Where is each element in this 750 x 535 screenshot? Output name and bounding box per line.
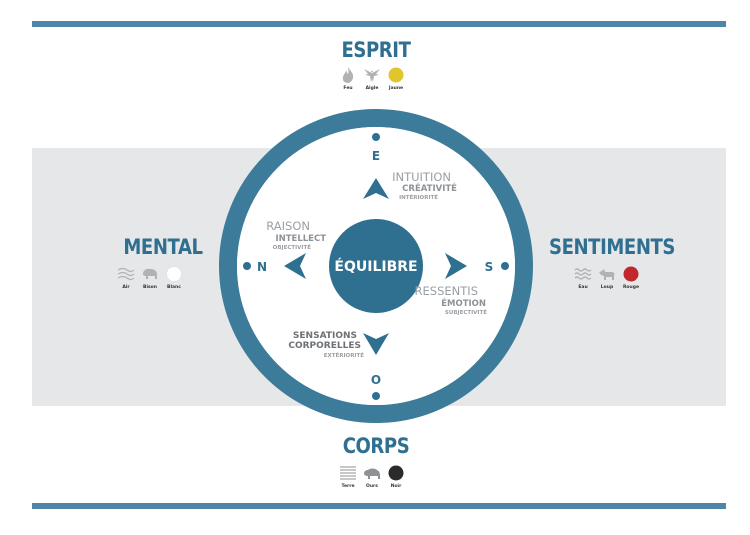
south-dot	[372, 392, 380, 400]
west-quality-small: OBJECTIVITÉ	[273, 243, 312, 251]
east-arrow-icon	[445, 253, 467, 279]
west-title: MENTAL	[123, 235, 203, 259]
south-symbols: Terre Ours Noir	[339, 464, 405, 489]
north-quality-small: INTÉRIORITÉ	[399, 193, 438, 201]
east-symbols: Eau Loup Rouge	[574, 265, 640, 290]
wind-icon	[117, 267, 135, 281]
center-label: ÉQUILIBRE	[334, 258, 417, 275]
west-dot	[243, 262, 251, 270]
center-circle	[329, 219, 423, 313]
east-letter: S	[485, 260, 494, 274]
flame-icon	[342, 67, 354, 83]
north-letter: E	[372, 149, 380, 163]
east-quality-sub: ÉMOTION	[441, 297, 486, 309]
north-arrow-icon	[363, 178, 389, 199]
symbol-item: Terre	[339, 464, 357, 489]
color-dot-icon	[623, 266, 639, 282]
east-quality-main: RESSENTIS	[415, 284, 478, 298]
outer-ring	[219, 109, 533, 423]
bottom-border-bar	[32, 503, 726, 509]
symbol-item: Feu	[339, 66, 357, 91]
north-dot	[372, 133, 380, 141]
symbol-item: Ours	[363, 464, 381, 489]
south-quality-small: EXTÉRIORITÉ	[324, 351, 364, 359]
south-letter: O	[371, 373, 381, 387]
south-quality-main: SENSATIONS	[293, 331, 357, 341]
eagle-icon	[364, 69, 380, 82]
north-symbols: Feu Aigle Jaune	[339, 66, 405, 91]
symbol-item: Eau	[574, 265, 592, 290]
symbol-item: Jaune	[387, 66, 405, 91]
east-dot	[501, 262, 509, 270]
color-dot-icon	[166, 266, 182, 282]
west-quality-sub: INTELLECT	[275, 234, 326, 244]
west-arrow-icon	[284, 253, 306, 279]
symbol-item: Aigle	[363, 66, 381, 91]
symbol-item: Noir	[387, 464, 405, 489]
wolf-icon	[599, 269, 615, 280]
water-icon	[574, 268, 592, 280]
west-letter: N	[257, 260, 267, 274]
north-title: ESPRIT	[341, 38, 411, 62]
symbol-item: Air	[117, 265, 135, 290]
symbol-item: Loup	[598, 265, 616, 290]
earth-lines-icon	[340, 466, 356, 480]
color-dot-icon	[388, 465, 404, 481]
south-quality-sub: CORPORELLES	[288, 341, 361, 351]
symbol-item: Bison	[141, 265, 159, 290]
north-quality-sub: CRÉATIVITÉ	[402, 182, 457, 194]
west-symbols: Air Bison Blanc	[117, 265, 183, 290]
top-border-bar	[32, 21, 726, 27]
north-quality-main: INTUITION	[392, 170, 451, 184]
symbol-item: Rouge	[622, 265, 640, 290]
south-title: CORPS	[342, 434, 410, 458]
south-arrow-icon	[363, 333, 389, 355]
bear-icon	[364, 468, 380, 479]
west-quality-main: RAISON	[266, 219, 310, 233]
color-dot-icon	[388, 67, 404, 83]
east-quality-small: SUBJECTIVITÉ	[445, 308, 487, 316]
symbol-item: Blanc	[165, 265, 183, 290]
bison-icon	[143, 268, 157, 279]
east-title: SENTIMENTS	[549, 235, 675, 259]
